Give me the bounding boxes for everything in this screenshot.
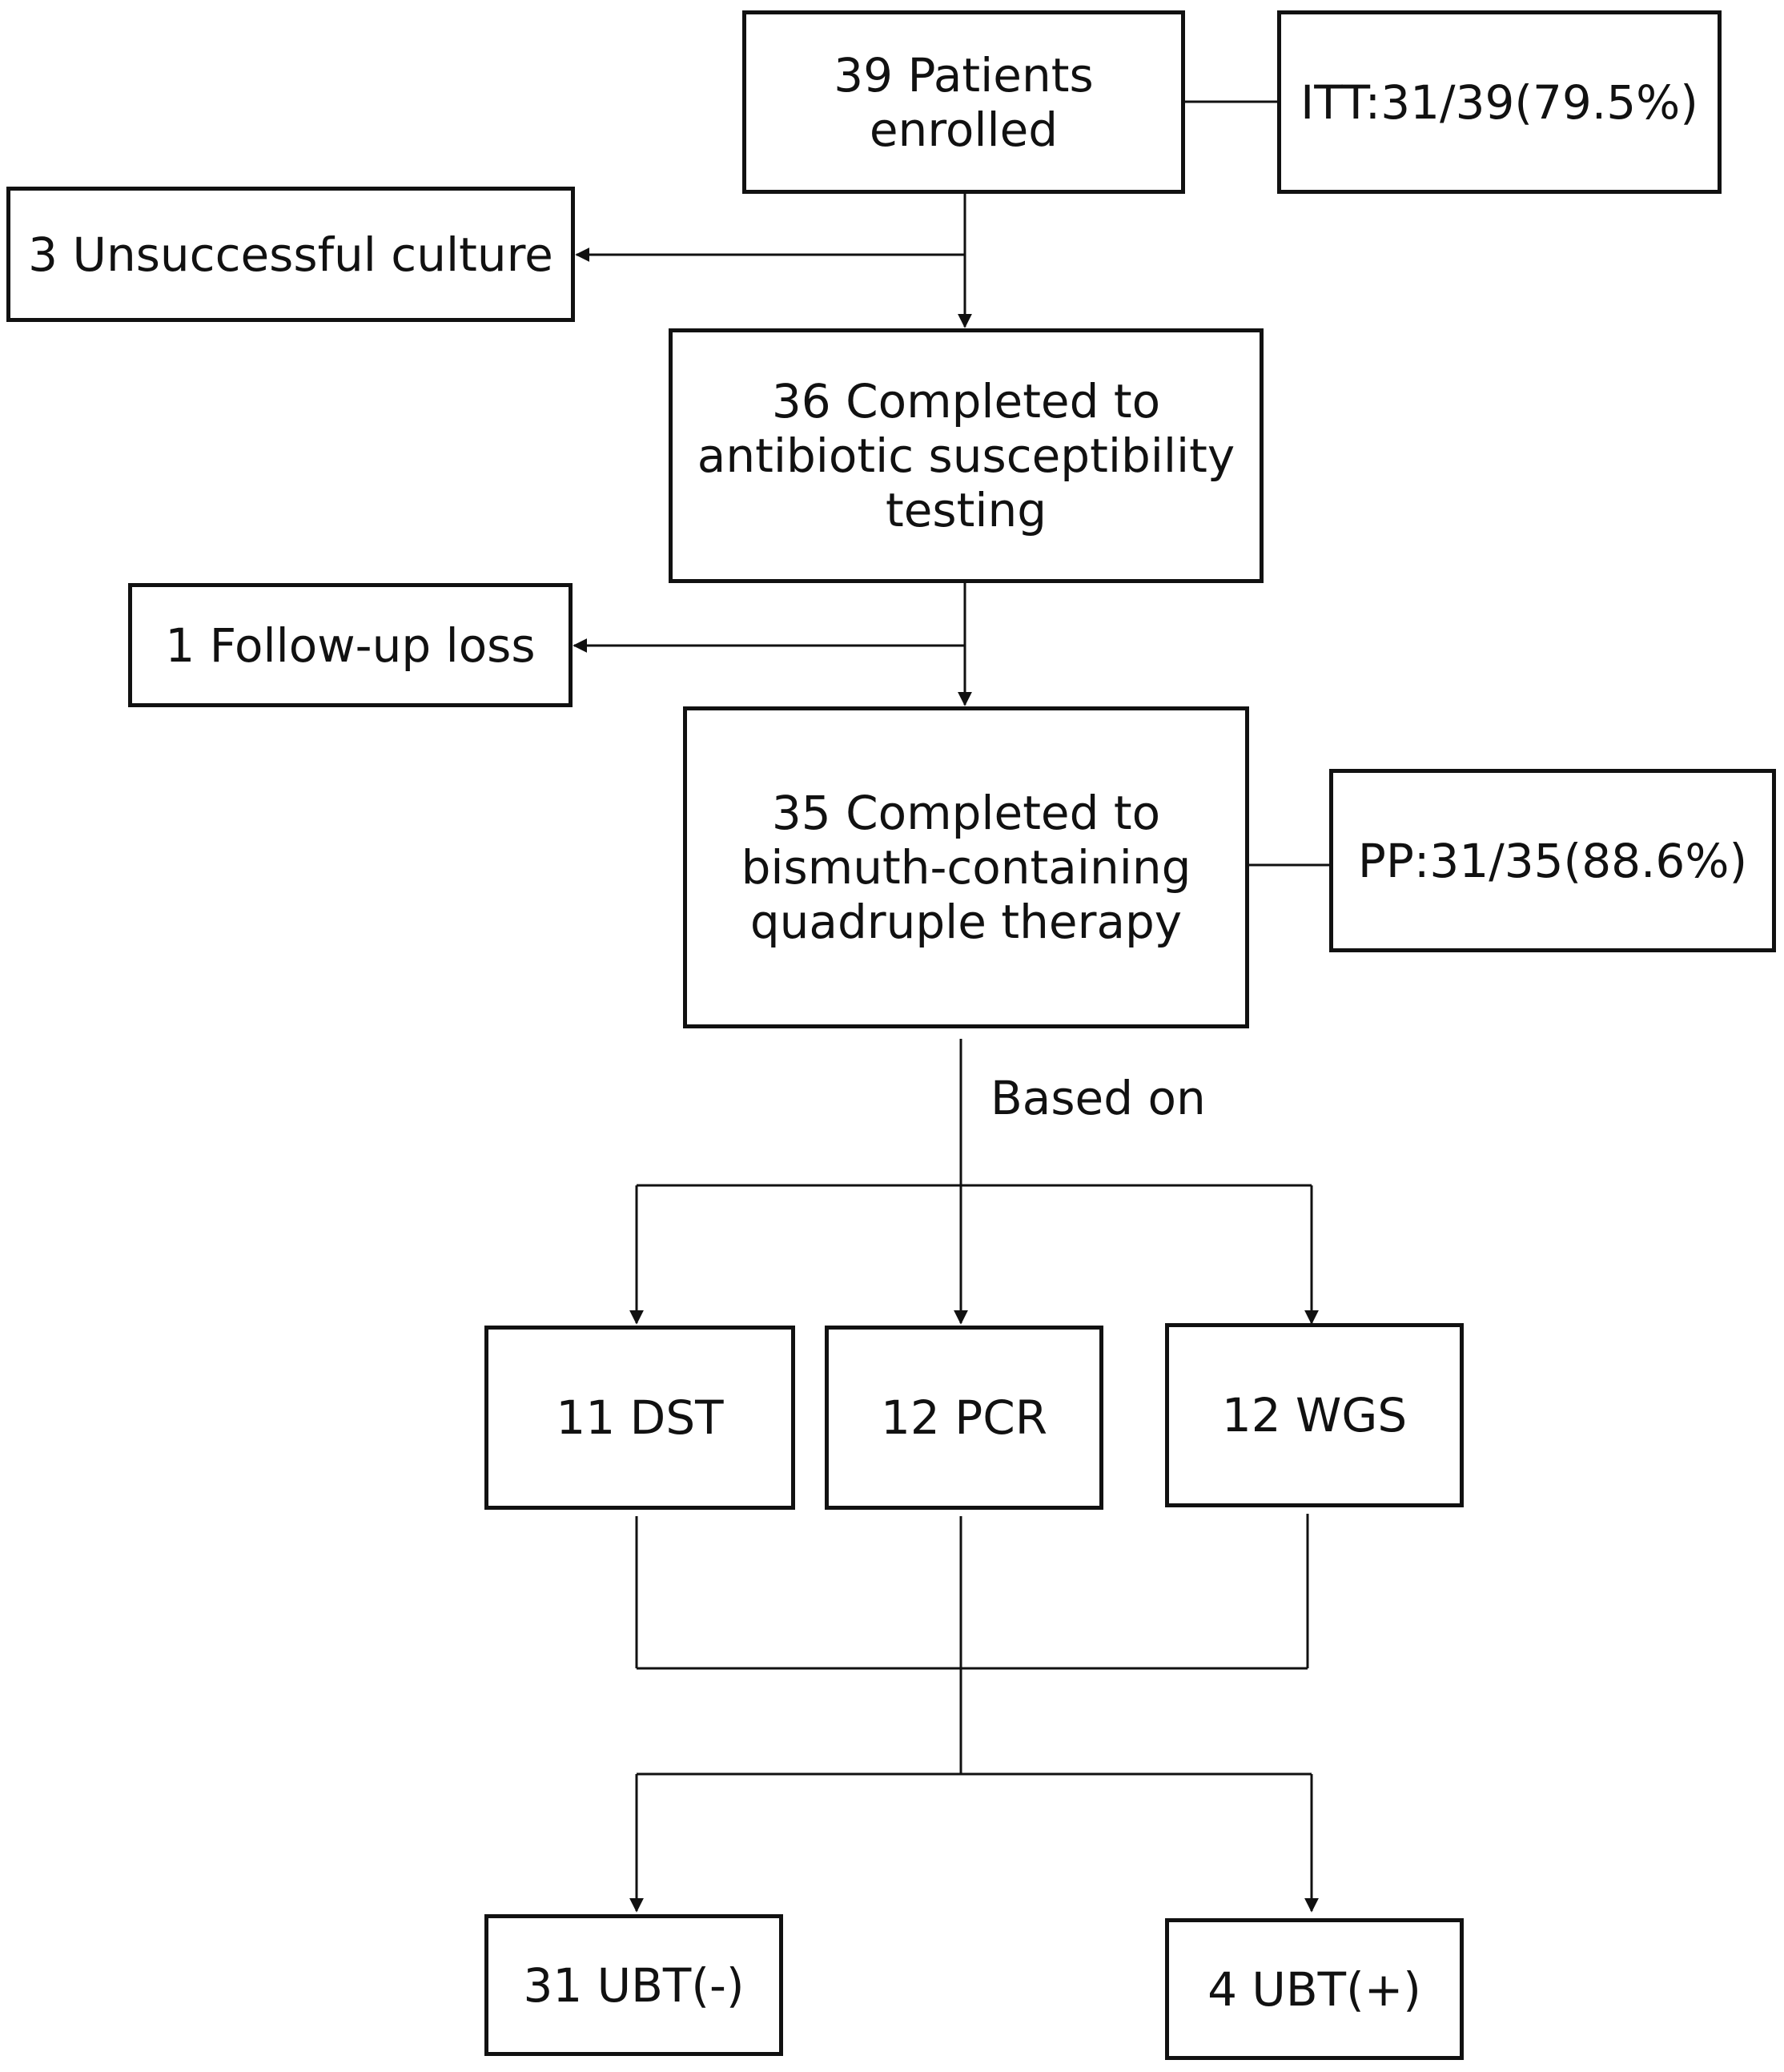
itt-text: ITT:31/39(79.5%) xyxy=(1300,74,1698,130)
unsuccessful-culture-box: 3 Unsuccessful culture xyxy=(6,187,575,322)
dst-text: 11 DST xyxy=(556,1390,724,1445)
enrolled-text: 39 Patients enrolled xyxy=(834,47,1094,157)
itt-box: ITT:31/39(79.5%) xyxy=(1277,10,1722,194)
ubt-negative-text: 31 UBT(-) xyxy=(523,1957,745,2013)
pp-box: PP:31/35(88.6%) xyxy=(1329,769,1776,952)
follow-up-loss-box: 1 Follow-up loss xyxy=(128,583,573,707)
follow-up-loss-text: 1 Follow-up loss xyxy=(165,618,536,673)
completed-therapy-text: 35 Completed to bismuth-containing quadr… xyxy=(741,786,1191,949)
completed-ast-text: 36 Completed to antibiotic susceptibilit… xyxy=(697,374,1236,537)
pcr-text: 12 PCR xyxy=(880,1390,1047,1445)
completed-therapy-box: 35 Completed to bismuth-containing quadr… xyxy=(683,706,1249,1028)
ubt-positive-text: 4 UBT(+) xyxy=(1207,1961,1421,2017)
wgs-text: 12 WGS xyxy=(1221,1388,1408,1442)
unsuccessful-culture-text: 3 Unsuccessful culture xyxy=(28,227,553,282)
completed-ast-box: 36 Completed to antibiotic susceptibilit… xyxy=(669,328,1264,583)
ubt-negative-box: 31 UBT(-) xyxy=(484,1914,783,2056)
wgs-box: 12 WGS xyxy=(1165,1323,1464,1507)
pp-text: PP:31/35(88.6%) xyxy=(1357,833,1748,888)
dst-box: 11 DST xyxy=(484,1326,795,1510)
pcr-box: 12 PCR xyxy=(825,1326,1103,1510)
ubt-positive-box: 4 UBT(+) xyxy=(1165,1918,1464,2060)
based-on-label: Based on xyxy=(990,1071,1206,1125)
enrolled-box: 39 Patients enrolled xyxy=(742,10,1185,194)
